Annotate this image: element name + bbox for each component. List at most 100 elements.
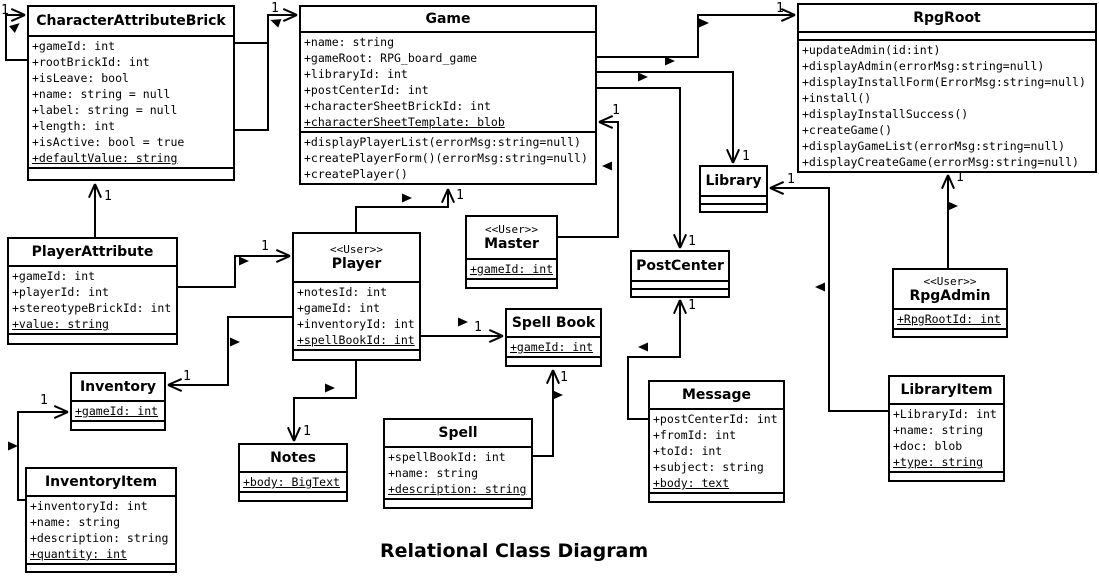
attributes-compartment: +gameId: int <box>507 338 600 358</box>
class-title-library-item: LibraryItem <box>890 377 1003 405</box>
attributes-compartment: +gameId: int+rootBrickId: int+isLeave: b… <box>29 37 233 169</box>
class-name-label: LibraryItem <box>900 382 993 398</box>
attribute-row: +notesId: int <box>297 285 388 299</box>
stereotype-label: <<User>> <box>330 243 383 256</box>
class-name-label: Library <box>705 173 762 189</box>
attribute-row: +gameId: int <box>470 262 554 276</box>
open-arrowhead-icon <box>282 7 298 16</box>
class-title-library: Library <box>701 167 766 197</box>
attribute-row: +name: string <box>388 466 479 480</box>
association-line <box>17 411 68 501</box>
methods-compartment <box>29 169 233 179</box>
attribute-row: +characterSheetBrickId: int <box>304 99 491 113</box>
class-rpg-root: RpgRoot+updateAdmin(id:int)+displayAdmin… <box>797 3 1097 173</box>
method-row: +displayInstallSuccess() <box>802 107 969 121</box>
class-title-master: <<User>>Master <box>467 217 556 260</box>
class-title-game: Game <box>301 7 595 33</box>
attribute-row: +body: BigText <box>243 475 340 489</box>
open-arrowhead-icon <box>10 7 26 16</box>
direction-marker-icon <box>699 18 709 28</box>
class-name-label: Inventory <box>79 379 157 395</box>
methods-compartment <box>240 493 346 500</box>
open-arrowhead-icon <box>275 255 291 264</box>
methods-compartment <box>701 205 766 211</box>
class-name-label: Master <box>484 236 539 252</box>
direction-marker-icon <box>8 441 18 451</box>
association-line <box>235 14 297 44</box>
attribute-row: +description: string <box>30 531 169 545</box>
attribute-row: +isLeave: bool <box>32 71 129 85</box>
open-arrowhead-icon <box>732 148 741 164</box>
attributes-compartment: +gameId: int <box>72 402 164 422</box>
method-row: +displayAdmin(errorMsg:string=null) <box>802 59 1045 73</box>
connector-libraryitem-to-library: 1 <box>769 172 888 412</box>
open-arrowhead-icon <box>94 183 103 199</box>
direction-marker-icon <box>948 201 958 211</box>
attributes-compartment: +gameId: int <box>467 260 556 280</box>
multiplicity-label: 1 <box>742 149 750 164</box>
connector-rpgadmin-to-rpgroot: 1 <box>940 170 964 268</box>
connector-game-to-rpgroot: 1 <box>597 1 796 66</box>
attribute-row: +name: string <box>304 35 395 49</box>
connector-player-to-game: 1 <box>355 188 464 232</box>
open-arrowhead-icon <box>780 14 796 23</box>
methods-compartment <box>650 494 783 501</box>
stereotype-label: <<User>> <box>485 223 538 236</box>
attribute-row: +spellBookId: int <box>297 333 415 347</box>
class-inventory: Inventory +gameId: int <box>70 372 166 431</box>
connector-spell-to-spellbook: 1 <box>533 369 568 457</box>
connector-cab-self-association: 1 <box>1 3 27 61</box>
class-name-label: Message <box>681 387 752 403</box>
open-arrowhead-icon <box>293 426 302 442</box>
class-title-inventory-item: InventoryItem <box>27 469 175 497</box>
attribute-row: +isActive: bool = true <box>32 135 185 149</box>
class-spell: Spell+spellBookId: int+name: string+desc… <box>383 418 533 509</box>
direction-marker-icon <box>638 72 648 82</box>
multiplicity-label: 1 <box>183 369 191 384</box>
direction-marker-icon <box>325 383 335 393</box>
connector-master-to-game: 1 <box>558 103 620 238</box>
multiplicity-label: 1 <box>104 189 112 204</box>
open-arrowhead-icon <box>940 174 949 190</box>
direction-marker-icon <box>553 390 563 400</box>
class-name-label: Notes <box>270 450 316 466</box>
open-arrowhead-icon <box>672 299 681 315</box>
open-arrowhead-icon <box>598 114 614 123</box>
multiplicity-label: 1 <box>474 320 482 335</box>
attributes-compartment: +inventoryId: int +name: string +descripti… <box>27 497 175 565</box>
attribute-row: +name: string <box>30 515 121 529</box>
open-arrowhead-icon <box>552 369 561 385</box>
connector-player-to-spellbook: 1 <box>421 317 504 344</box>
attribute-row: +defaultValue: string <box>32 151 178 165</box>
direction-marker-icon <box>638 342 648 352</box>
class-title-player: <<User>>Player <box>294 234 419 283</box>
attribute-row: +inventoryId: int <box>30 499 148 513</box>
attribute-row: +playerId: int <box>12 285 109 299</box>
association-line <box>597 71 734 163</box>
connector-playerattribute-to-player: 1 <box>178 239 291 288</box>
open-arrowhead-icon <box>725 148 734 164</box>
class-library: Library <box>699 165 768 213</box>
direction-marker-icon <box>239 256 249 266</box>
connector-game-to-library: 1 <box>597 71 750 164</box>
attribute-row: +body: text <box>653 476 730 490</box>
method-row: +displayInstallForm(ErrorMsg:string=null… <box>802 75 1086 89</box>
attribute-row: +postCenterId: int <box>653 412 778 426</box>
connector-game-to-postcenter: 1 <box>597 87 696 249</box>
class-name-label: Spell <box>438 425 478 441</box>
class-title-character-attribute-brick: CharacterAttributeBrick <box>29 7 233 37</box>
class-player: <<User>>Player+notesId: int+gameId: int+… <box>292 232 421 361</box>
method-row: +displayPlayerList(errorMsg:string=null) <box>304 135 581 149</box>
class-name-label: RpgRoot <box>913 10 981 26</box>
connector-playerattribute-to-cab: 1 <box>87 183 112 237</box>
multiplicity-label: 1 <box>560 370 568 385</box>
association-line <box>597 87 681 248</box>
stereotype-label: <<User>> <box>923 274 977 288</box>
methods-compartment <box>72 422 164 429</box>
association-line <box>770 187 888 412</box>
attributes-compartment: +LibraryId: int+name: string+doc: blob+t… <box>890 405 1003 473</box>
open-arrowhead-icon <box>947 174 956 190</box>
attribute-row: +description: string <box>388 482 527 496</box>
direction-marker-icon <box>665 56 675 66</box>
